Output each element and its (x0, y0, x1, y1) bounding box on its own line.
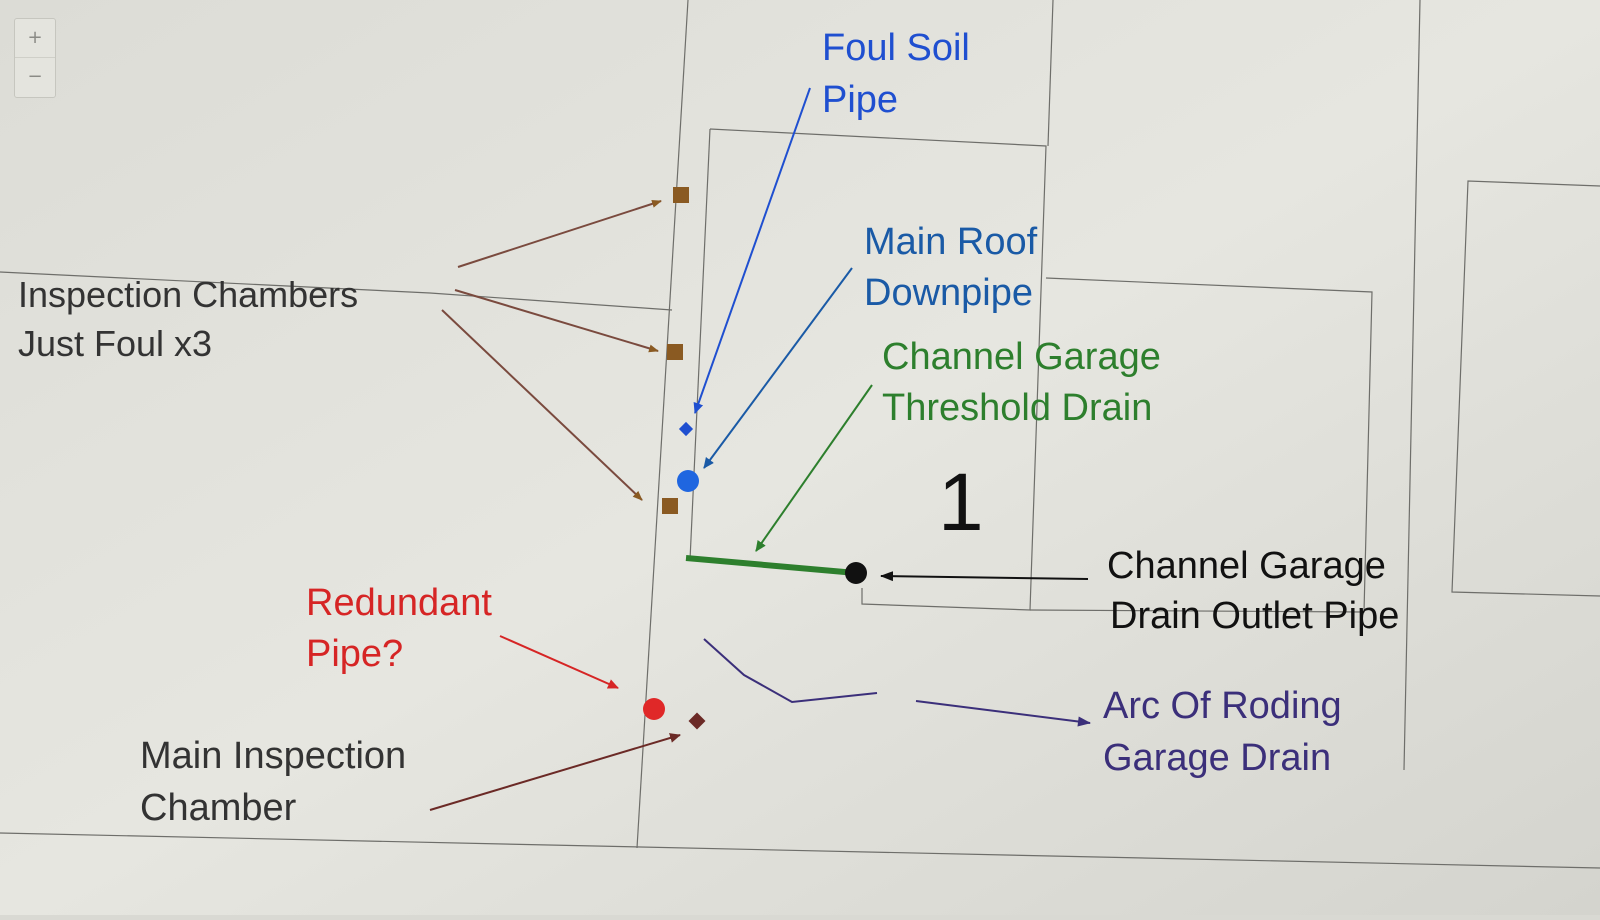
inspection-chamber-1[interactable] (673, 187, 689, 203)
inspection-chambers-line-2: Just Foul x3 (18, 323, 212, 364)
foul-soil-pipe-line-1: Foul Soil (822, 27, 970, 69)
chamber-arrow-3 (441, 309, 643, 501)
main-roof-downpipe-line-1: Main Roof (864, 221, 1038, 263)
fence-line (0, 271, 673, 311)
main-inspection-chamber-line-1: Main Inspection (140, 735, 406, 777)
boundary-line-top-right (1047, 0, 1054, 147)
channel-threshold-drain-label: Channel Garage Threshold Drain (882, 336, 1161, 429)
zoom-control: + − (14, 18, 56, 98)
channel-outlet-pipe-line-1: Channel Garage (1107, 545, 1386, 587)
arc-of-roding-line-1: Arc Of Roding (1103, 685, 1342, 727)
channel-outlet-pipe-label: Channel Garage Drain Outlet Pipe (1107, 545, 1399, 637)
chamber-arrow-2 (454, 289, 659, 353)
zoom-out-button[interactable]: − (15, 57, 55, 95)
foul-soil-pipe-line-2: Pipe (822, 79, 898, 121)
zoom-in-button[interactable]: + (15, 19, 55, 57)
channel-threshold-drain-line-1: Channel Garage (882, 336, 1161, 378)
neighbour-outline (1451, 180, 1600, 597)
main-roof-downpipe-marker[interactable] (677, 470, 699, 492)
inspection-chamber-markers (662, 187, 689, 514)
arc-of-roding-arrow (915, 700, 1091, 727)
foul-soil-pipe-arrow (693, 87, 811, 414)
main-inspection-chamber-label: Main Inspection Chamber (140, 735, 406, 829)
arc-of-roding-line[interactable] (703, 638, 878, 704)
main-inspection-chamber-line-2: Chamber (140, 787, 297, 829)
foul-soil-pipe-marker[interactable] (678, 421, 694, 437)
main-roof-downpipe-label: Main Roof Downpipe (864, 221, 1038, 314)
inspection-chamber-3[interactable] (662, 498, 678, 514)
chamber-arrow-1 (457, 199, 662, 268)
channel-outlet-pipe-line-2: Drain Outlet Pipe (1110, 595, 1399, 637)
plot-number: 1 (938, 457, 984, 548)
foul-soil-pipe-label: Foul Soil Pipe (822, 27, 970, 121)
redundant-pipe-arrow (499, 635, 619, 689)
inspection-chambers-label: Inspection Chambers Just Foul x3 (18, 274, 358, 364)
inspection-chamber-arrows (441, 199, 662, 501)
channel-threshold-drain-arrow (755, 384, 873, 552)
boundary-line-right (1403, 0, 1421, 771)
inspection-chamber-2[interactable] (667, 344, 683, 360)
garage-outline (1029, 277, 1373, 613)
channel-threshold-drain-line[interactable] (685, 555, 857, 576)
main-inspection-chamber-arrow (429, 733, 681, 811)
channel-outlet-pipe-arrow (880, 571, 1089, 582)
redundant-pipe-marker[interactable] (643, 698, 665, 720)
main-roof-downpipe-line-2: Downpipe (864, 272, 1033, 314)
redundant-pipe-label: Redundant Pipe? (306, 582, 492, 675)
channel-threshold-drain-line-2: Threshold Drain (882, 387, 1152, 429)
redundant-pipe-line-1: Redundant (306, 582, 492, 624)
boundary-line-bottom (0, 832, 1600, 869)
inspection-chambers-line-1: Inspection Chambers (18, 274, 358, 315)
main-inspection-chamber-marker[interactable] (688, 712, 706, 730)
arc-of-roding-line-2: Garage Drain (1103, 737, 1331, 779)
channel-outlet-pipe-marker[interactable] (845, 562, 867, 584)
arc-of-roding-label: Arc Of Roding Garage Drain (1103, 685, 1342, 779)
redundant-pipe-line-2: Pipe? (306, 633, 403, 675)
main-roof-downpipe-arrow (703, 267, 853, 469)
